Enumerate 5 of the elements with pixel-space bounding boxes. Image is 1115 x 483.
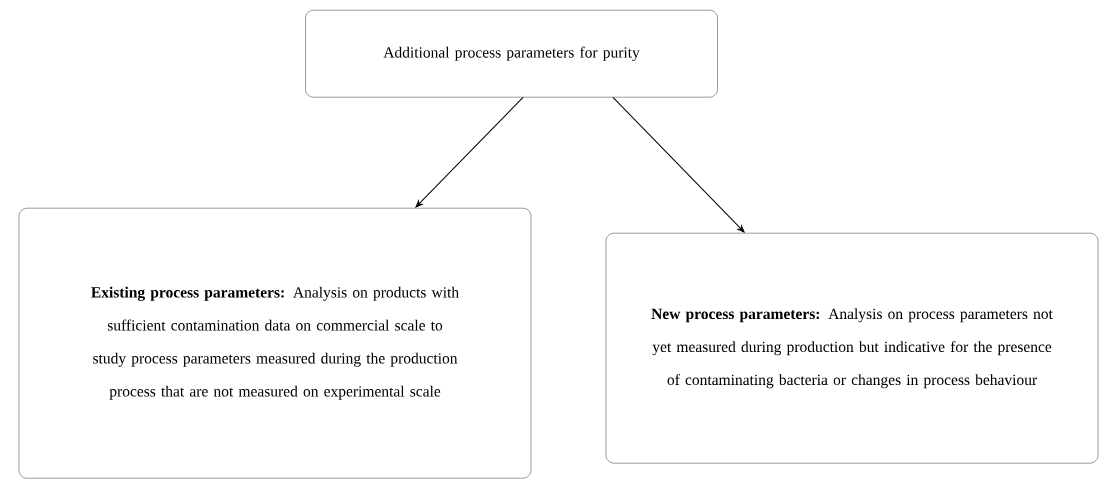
arrow — [415, 96, 524, 208]
process-box: Existing process parameters: Analysis on products with sufficient contamination data on commercial scale to study process parameters measured during the production process that are not measured on experimental scale — [18, 208, 532, 479]
process-box: Additional process parameters for purity — [305, 10, 718, 98]
arrow — [612, 96, 745, 233]
process-box: New process parameters: Analysis on process parameters not yet measured during production but indicative for the presence of contaminating bacteria or changes in process behaviour — [605, 233, 1099, 464]
